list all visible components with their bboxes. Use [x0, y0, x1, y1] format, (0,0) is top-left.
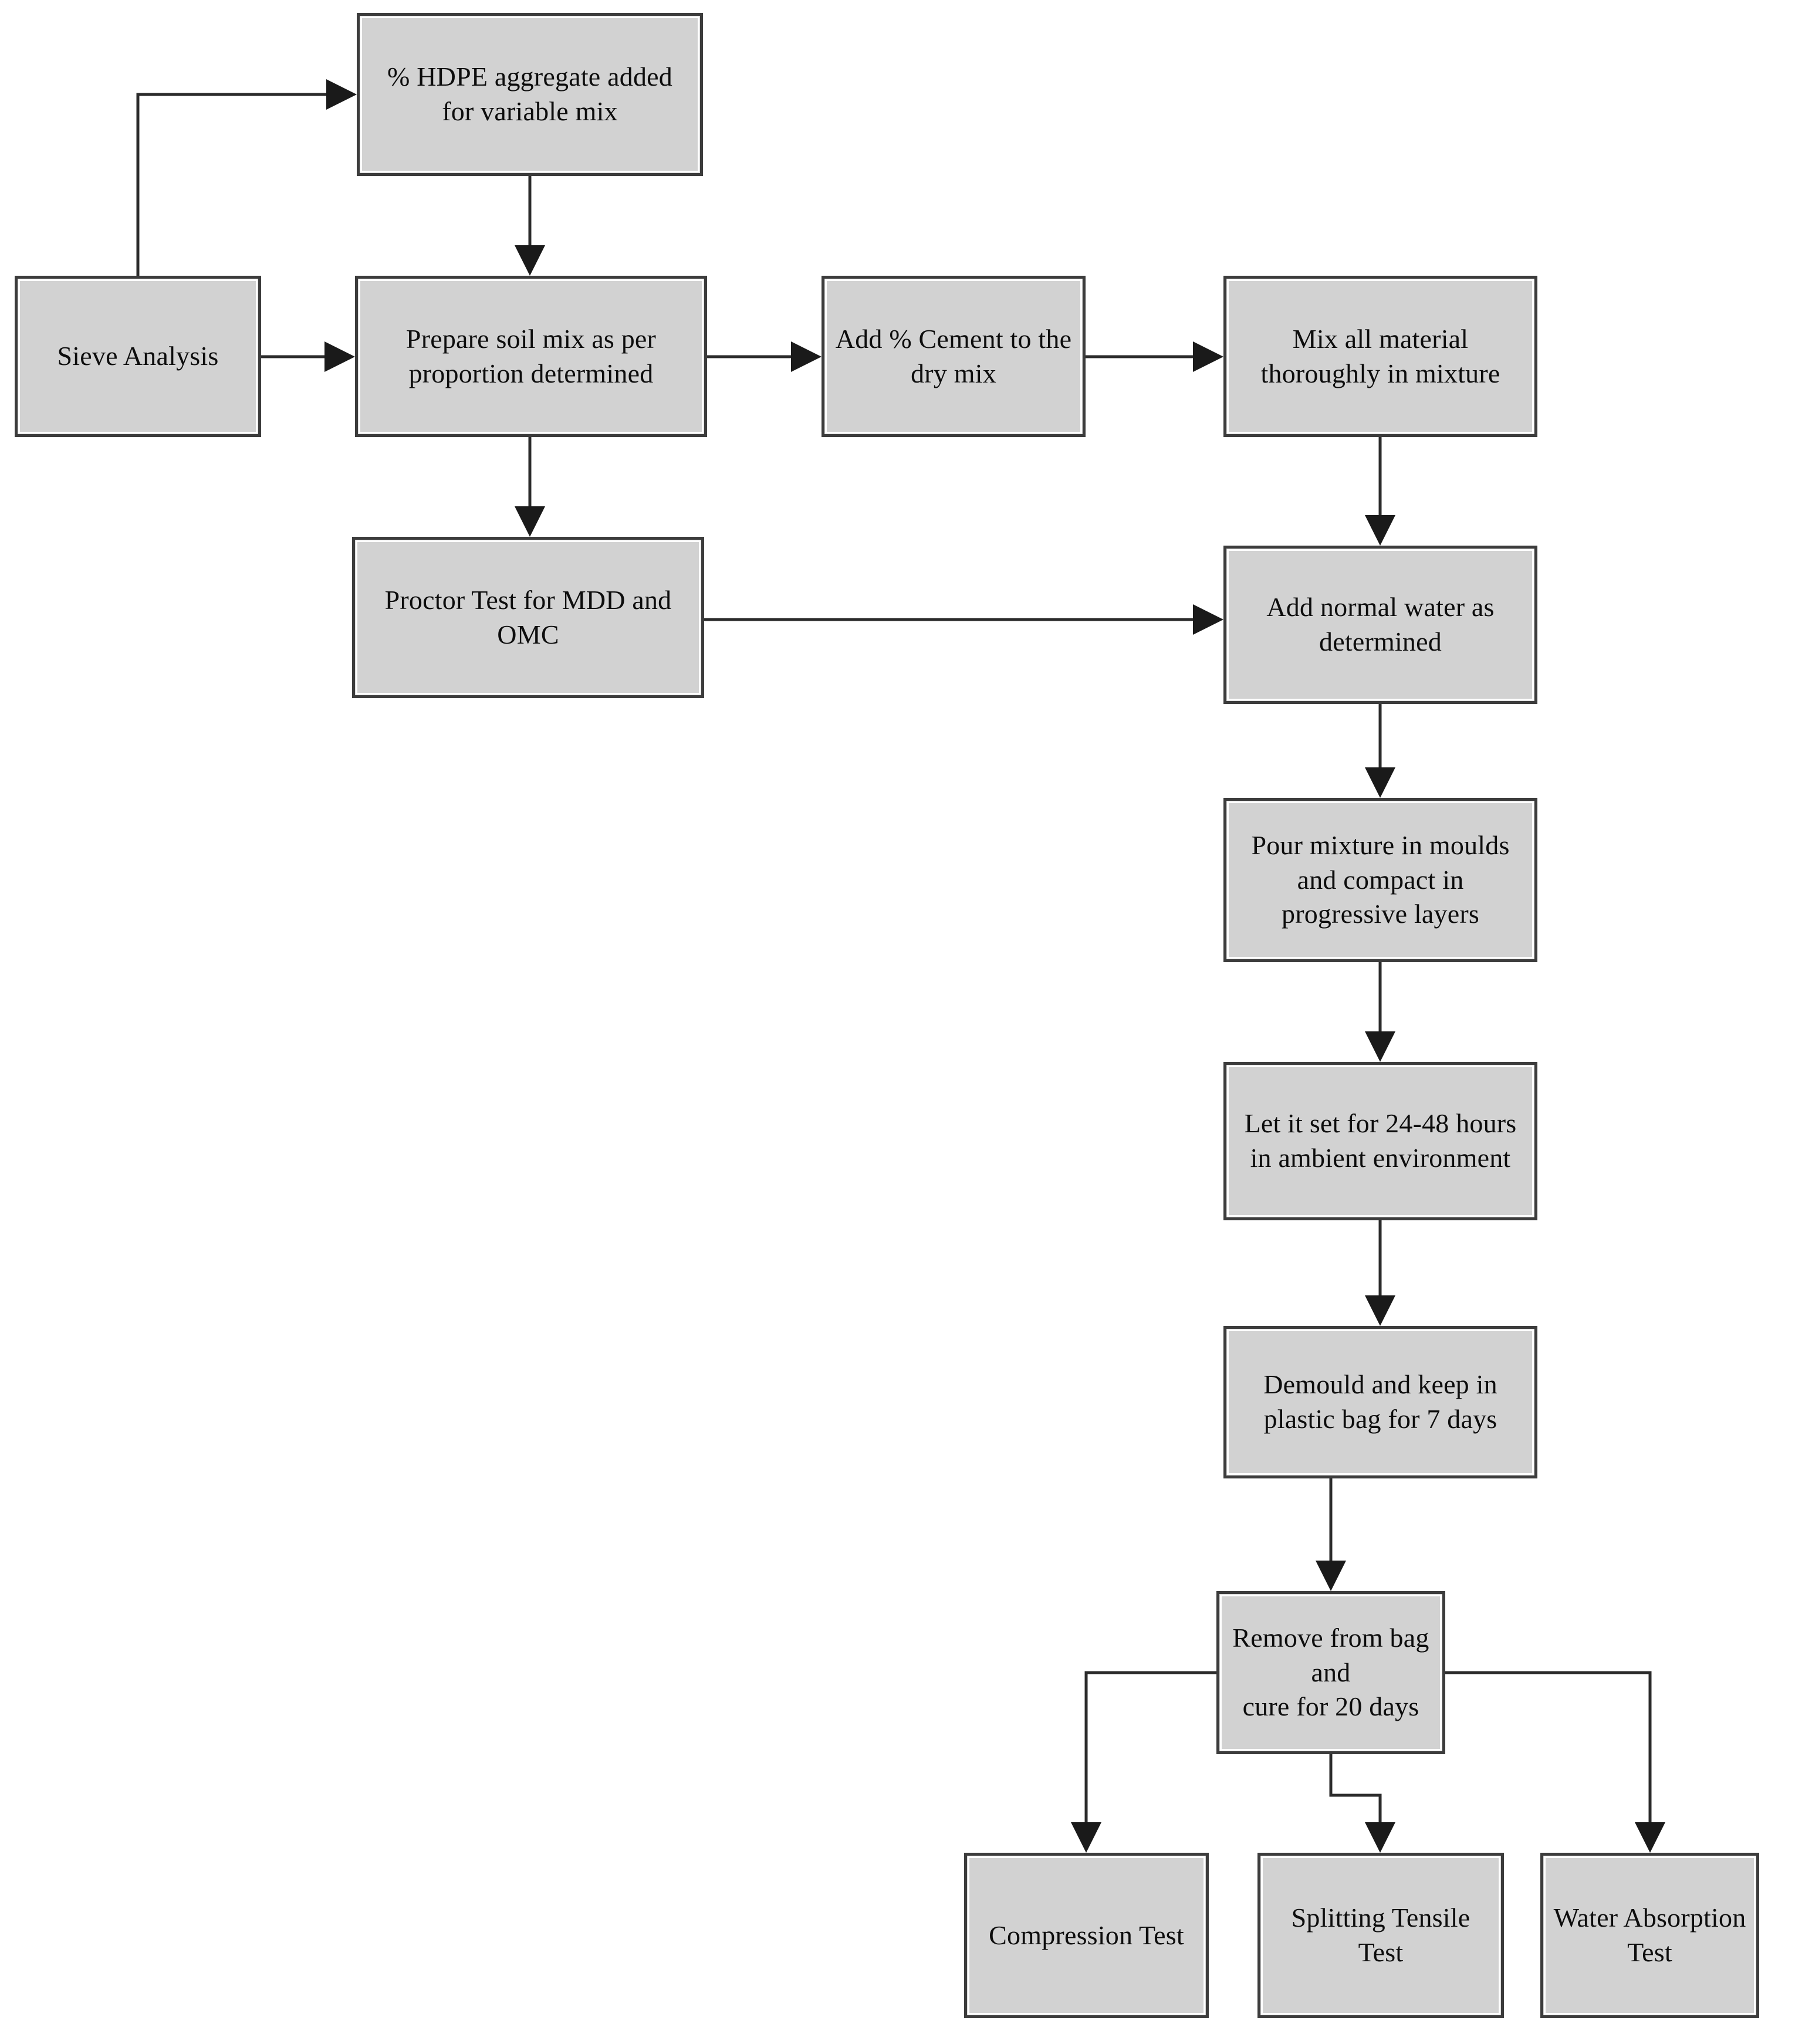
- edge-set-to-demould: [1365, 1220, 1395, 1326]
- edge-hdpe-to-prepare: [515, 176, 545, 276]
- node-splitting-tensile-test[interactable]: Splitting Tensile Test: [1257, 1853, 1504, 2018]
- node-compression-test[interactable]: Compression Test: [964, 1853, 1209, 2018]
- node-label: Pour mixture in moulds and compact in pr…: [1251, 830, 1510, 929]
- node-label: Add normal water as determined: [1266, 592, 1495, 656]
- node-mix-all-material[interactable]: Mix all material thoroughly in mixture: [1223, 276, 1537, 437]
- edge-mixall-to-water: [1365, 437, 1395, 546]
- edge-prepare-to-proctor: [515, 437, 545, 537]
- node-sieve-analysis[interactable]: Sieve Analysis: [15, 276, 261, 437]
- node-label: Add % Cement to the dry mix: [835, 323, 1072, 388]
- node-label: Demould and keep in plastic bag for 7 da…: [1263, 1369, 1497, 1434]
- node-water-absorption-test[interactable]: Water Absorption Test: [1540, 1853, 1759, 2018]
- node-label: Splitting Tensile Test: [1291, 1903, 1470, 1967]
- node-remove-from-bag[interactable]: Remove from bag and cure for 20 days: [1216, 1591, 1445, 1754]
- edge-remove-to-splitting: [1329, 1754, 1395, 1853]
- node-label: Prepare soil mix as per proportion deter…: [405, 323, 657, 388]
- node-add-normal-water[interactable]: Add normal water as determined: [1223, 546, 1537, 704]
- edge-sieve-to-hdpe: [136, 79, 357, 276]
- node-label: Let it set for 24-48 hours in ambient en…: [1244, 1108, 1517, 1173]
- edge-remove-to-compression: [1071, 1671, 1216, 1853]
- node-label: Remove from bag and cure for 20 days: [1232, 1622, 1429, 1722]
- node-label: Mix all material thoroughly in mixture: [1260, 323, 1500, 388]
- node-label: % HDPE aggregate added for variable mix: [387, 62, 672, 126]
- node-add-cement[interactable]: Add % Cement to the dry mix: [822, 276, 1086, 437]
- node-let-it-set[interactable]: Let it set for 24-48 hours in ambient en…: [1223, 1062, 1537, 1220]
- edge-proctor-to-water: [704, 604, 1223, 635]
- edge-water-to-pour: [1365, 704, 1395, 798]
- edge-demould-to-remove: [1316, 1478, 1346, 1591]
- node-pour-mixture[interactable]: Pour mixture in moulds and compact in pr…: [1223, 798, 1537, 962]
- node-label: Water Absorption Test: [1553, 1903, 1746, 1967]
- node-hdpe-aggregate[interactable]: % HDPE aggregate added for variable mix: [357, 13, 703, 176]
- node-prepare-soil-mix[interactable]: Prepare soil mix as per proportion deter…: [355, 276, 707, 437]
- node-label: Sieve Analysis: [57, 341, 219, 371]
- node-label: Compression Test: [989, 1920, 1184, 1950]
- node-demould-and-keep[interactable]: Demould and keep in plastic bag for 7 da…: [1223, 1326, 1537, 1478]
- node-proctor-test[interactable]: Proctor Test for MDD and OMC: [352, 537, 704, 698]
- edge-prepare-to-cement: [707, 341, 822, 372]
- node-label: Proctor Test for MDD and OMC: [384, 584, 672, 649]
- edge-pour-to-set: [1365, 962, 1395, 1062]
- edge-remove-to-absorption: [1445, 1671, 1665, 1853]
- edge-cement-to-mixall: [1086, 341, 1223, 372]
- edge-sieve-to-prepare: [261, 341, 355, 372]
